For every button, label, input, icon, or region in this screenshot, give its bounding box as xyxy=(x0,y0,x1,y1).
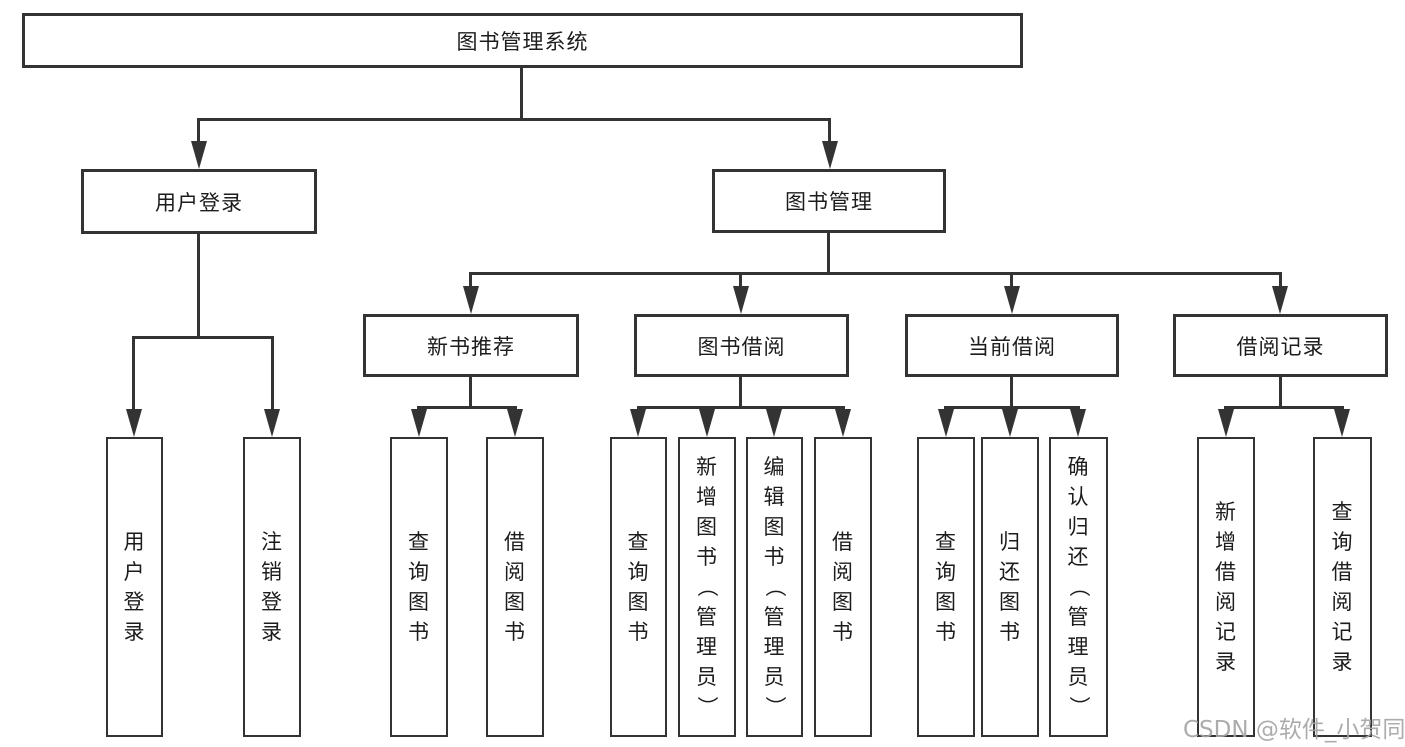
leaf-borrow-borrow-books-label: 借阅图书 xyxy=(832,530,854,644)
arrow-down-icon xyxy=(507,409,523,437)
leaf-newbook-query-books-label: 查询图书 xyxy=(408,530,430,644)
node-borrow-records: 借阅记录 xyxy=(1173,314,1388,377)
connector xyxy=(132,336,274,339)
arrow-down-icon xyxy=(822,141,838,169)
leaf-current-query-books-label: 查询图书 xyxy=(935,530,957,644)
node-new-book-recommend-label: 新书推荐 xyxy=(427,334,515,359)
connector xyxy=(469,274,472,290)
leaf-current-confirm-return-label: 确认归还（管理员） xyxy=(1066,455,1091,718)
leaf-borrow-borrow-books: 借阅图书 xyxy=(814,437,872,737)
arrow-down-icon xyxy=(938,409,954,437)
arrow-down-icon xyxy=(411,409,427,437)
node-root-label: 图书管理系统 xyxy=(456,29,589,54)
leaf-records-add-record: 新增借阅记录 xyxy=(1197,437,1255,737)
leaf-borrow-add-books-label: 新增图书（管理员） xyxy=(695,455,719,718)
arrow-down-icon xyxy=(463,286,479,314)
arrow-down-icon xyxy=(630,409,646,437)
connector xyxy=(1224,406,1344,409)
arrow-down-icon xyxy=(191,141,207,169)
connector xyxy=(271,338,274,412)
arrow-down-icon xyxy=(699,409,715,437)
arrow-down-icon xyxy=(1334,409,1350,437)
node-new-book-recommend: 新书推荐 xyxy=(363,314,579,377)
leaf-logout-label: 注销登录 xyxy=(261,530,283,644)
node-book-management-label: 图书管理 xyxy=(785,190,873,214)
arrow-down-icon xyxy=(1070,409,1086,437)
connector xyxy=(520,66,523,120)
leaf-newbook-query-books: 查询图书 xyxy=(390,437,448,737)
connector xyxy=(1010,274,1013,290)
leaf-user-login: 用户登录 xyxy=(106,437,163,737)
arrow-down-icon xyxy=(126,409,142,437)
connector xyxy=(197,120,200,145)
connector xyxy=(1279,274,1282,290)
leaf-current-return-books-label: 归还图书 xyxy=(999,530,1021,644)
arrow-down-icon xyxy=(1004,286,1020,314)
leaf-borrow-query-books-label: 查询图书 xyxy=(627,530,650,644)
node-user-login: 用户登录 xyxy=(81,169,317,234)
leaf-borrow-edit-books: 编辑图书（管理员） xyxy=(746,437,803,737)
leaf-user-login-label: 用户登录 xyxy=(123,530,146,644)
connector xyxy=(944,406,1080,409)
node-book-borrow: 图书借阅 xyxy=(634,314,849,377)
connector xyxy=(827,231,830,274)
leaf-newbook-borrow-books: 借阅图书 xyxy=(486,437,544,737)
leaf-borrow-add-books: 新增图书（管理员） xyxy=(678,437,736,737)
node-root: 图书管理系统 xyxy=(22,13,1023,68)
leaf-borrow-edit-books-label: 编辑图书（管理员） xyxy=(762,455,787,718)
leaf-records-query-record: 查询借阅记录 xyxy=(1313,437,1372,737)
connector xyxy=(1010,375,1013,409)
arrow-down-icon xyxy=(1002,409,1018,437)
arrow-down-icon xyxy=(264,409,280,437)
connector xyxy=(132,338,135,412)
leaf-logout: 注销登录 xyxy=(243,437,301,737)
node-book-management: 图书管理 xyxy=(712,169,946,233)
leaf-current-return-books: 归还图书 xyxy=(981,437,1039,737)
arrow-down-icon xyxy=(733,286,749,314)
arrow-down-icon xyxy=(1218,409,1234,437)
leaf-newbook-borrow-books-label: 借阅图书 xyxy=(504,530,526,644)
leaf-records-query-record-label: 查询借阅记录 xyxy=(1331,500,1354,674)
arrow-down-icon xyxy=(1272,286,1288,314)
csdn-watermark: CSDN @软件_小贺同学 xyxy=(1183,717,1405,743)
node-current-borrow: 当前借阅 xyxy=(905,314,1119,377)
connector xyxy=(197,118,831,121)
leaf-current-query-books: 查询图书 xyxy=(917,437,975,737)
leaf-current-confirm-return: 确认归还（管理员） xyxy=(1049,437,1108,737)
leaf-records-add-record-label: 新增借阅记录 xyxy=(1215,500,1237,674)
arrow-down-icon xyxy=(835,409,851,437)
connector xyxy=(197,232,200,338)
connector xyxy=(1279,375,1282,409)
node-user-login-label: 用户登录 xyxy=(155,190,243,215)
node-book-borrow-label: 图书借阅 xyxy=(697,334,786,359)
arrow-down-icon xyxy=(766,409,782,437)
connector xyxy=(637,406,845,409)
node-borrow-records-label: 借阅记录 xyxy=(1236,334,1325,359)
connector xyxy=(739,375,742,409)
connector xyxy=(469,272,1282,275)
connector xyxy=(739,274,742,290)
connector xyxy=(828,120,831,145)
node-current-borrow-label: 当前借阅 xyxy=(968,334,1056,359)
connector xyxy=(417,406,517,409)
leaf-borrow-query-books: 查询图书 xyxy=(610,437,667,737)
connector xyxy=(469,375,472,409)
